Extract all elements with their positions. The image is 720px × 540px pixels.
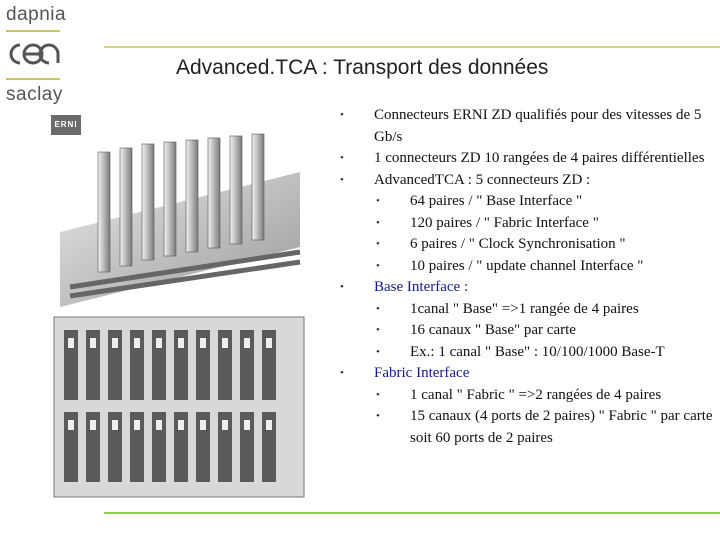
sub-bullet-text: 16 canaux " Base" par carte xyxy=(410,322,576,338)
logo-divider xyxy=(6,78,60,80)
connector-photo xyxy=(50,112,308,512)
bullet-dot: • xyxy=(340,152,344,164)
title-rule xyxy=(104,46,720,48)
bullet-text: 1 connecteurs ZD 10 rangées de 4 paires … xyxy=(374,150,705,166)
sub-bullet: •15 canaux (4 ports de 2 paires) " Fabri… xyxy=(376,408,713,446)
bullet-dot: • xyxy=(340,109,344,121)
sub-bullet-text: Ex.: 1 canal " Base" : 10/100/1000 Base-… xyxy=(410,343,665,360)
sub-bullet: •120 paires / " Fabric Interface " xyxy=(376,214,599,231)
bullet-item: • Connecteurs ERNI ZD qualifiés pour des… xyxy=(334,105,714,148)
sub-bullet: •16 canaux " Base" par carte xyxy=(376,322,576,338)
cea-logo xyxy=(9,43,60,65)
bullet-dot: • xyxy=(340,281,344,293)
bullet-text: AdvancedTCA : 5 connecteurs ZD : xyxy=(374,171,591,188)
sub-bullet: •Ex.: 1 canal " Base" : 10/100/1000 Base… xyxy=(376,343,665,360)
bullet-item: • AdvancedTCA : 5 connecteurs ZD : •64 p… xyxy=(334,170,714,278)
sub-bullet-text: 1 canal " Fabric " =>2 rangées de 4 pair… xyxy=(410,386,662,403)
slide-title: Advanced.TCA : Transport des données xyxy=(176,56,549,79)
dapnia-logo-text: dapnia xyxy=(6,4,67,25)
sub-bullet-text: 10 paires / " update channel Interface " xyxy=(410,257,644,274)
sub-bullet: •64 paires / " Base Interface " xyxy=(376,193,583,209)
bullet-item: • 1 connecteurs ZD 10 rangées de 4 paire… xyxy=(334,148,714,170)
sub-bullet: •10 paires / " update channel Interface … xyxy=(376,257,644,274)
bullet-item: • Fabric Interface •1 canal " Fabric " =… xyxy=(334,363,714,449)
erni-logo: ERNI xyxy=(51,115,81,135)
logo-divider xyxy=(6,30,60,32)
sub-bullet-text: 120 paires / " Fabric Interface " xyxy=(410,214,599,231)
bullet-item: • Base Interface : •1canal " Base" =>1 r… xyxy=(334,277,714,363)
male-module-drawing xyxy=(60,133,301,307)
bullet-list: • Connecteurs ERNI ZD qualifiés pour des… xyxy=(334,105,714,449)
bullet-text: Connecteurs ERNI ZD qualifiés pour des v… xyxy=(374,107,702,145)
saclay-logo-text: saclay xyxy=(6,84,63,105)
female-module-drawing xyxy=(53,316,305,498)
sub-bullet-text: 15 canaux (4 ports de 2 paires) " Fabric… xyxy=(410,408,713,446)
bullet-dot: • xyxy=(340,173,344,186)
sub-bullet: •1canal " Base" =>1 rangée de 4 paires xyxy=(376,300,639,317)
sub-bullet-text: 6 paires / " Clock Synchronisation " xyxy=(410,236,626,252)
bullet-text: Fabric Interface xyxy=(374,365,470,381)
sub-bullet-text: 1canal " Base" =>1 rangée de 4 paires xyxy=(410,300,639,317)
sub-bullet: •6 paires / " Clock Synchronisation " xyxy=(376,236,626,252)
bullet-dot: • xyxy=(340,367,344,379)
bottom-rule xyxy=(104,512,720,514)
sub-bullet-text: 64 paires / " Base Interface " xyxy=(410,193,583,209)
sub-bullet: •1 canal " Fabric " =>2 rangées de 4 pai… xyxy=(376,386,662,403)
bullet-text: Base Interface : xyxy=(374,279,469,295)
